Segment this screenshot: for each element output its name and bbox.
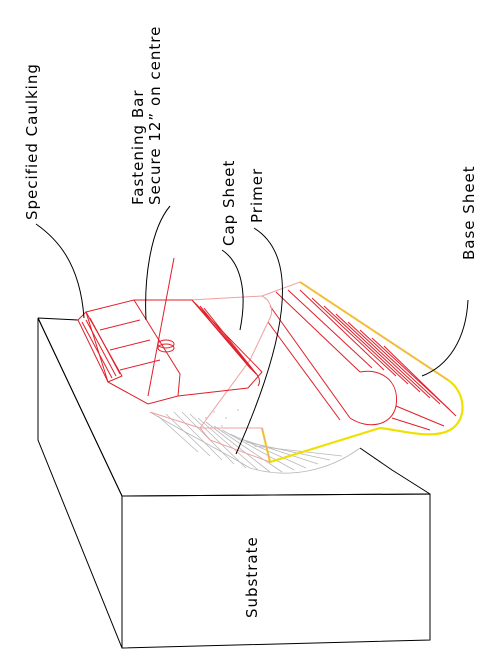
primer-hatch — [157, 411, 343, 473]
primer-outline — [149, 411, 361, 474]
label-primer: Primer — [248, 168, 266, 223]
fastener-screw — [147, 257, 175, 397]
cap-sheet-outline — [149, 295, 273, 429]
substrate-block — [37, 317, 431, 649]
leader-primer — [235, 227, 284, 455]
base-sheet-roll-curve — [349, 370, 397, 426]
fastening-bar — [85, 257, 263, 405]
substrate-left-face — [37, 317, 123, 649]
primer-layer — [149, 411, 361, 474]
fastening-bar-outline — [85, 299, 263, 405]
labels: Specified Caulking Fastening Bar Secure … — [23, 26, 478, 618]
label-specified-caulking: Specified Caulking — [23, 63, 41, 220]
label-cap-sheet: Cap Sheet — [220, 160, 238, 246]
leader-caulking — [35, 223, 85, 319]
base-sheet-edge — [260, 281, 464, 464]
fastening-bar-lip — [191, 299, 261, 387]
base-sheet — [260, 281, 464, 464]
leader-lines — [35, 205, 469, 455]
substrate-back-edge — [359, 447, 431, 495]
label-substrate: Substrate — [243, 536, 261, 618]
fastening-bar-fold — [133, 299, 181, 397]
label-fastening-bar: Fastening Bar — [129, 90, 147, 206]
label-base-sheet: Base Sheet — [460, 165, 478, 260]
base-sheet-top — [261, 281, 449, 381]
leader-cap-sheet — [221, 249, 244, 331]
leader-fastening-bar — [145, 205, 171, 321]
label-fastening-bar-spacing: Secure 12” on centre — [146, 26, 164, 205]
fastener-washer — [157, 339, 175, 349]
cap-sheet-flap — [198, 427, 271, 463]
leader-base-sheet — [421, 299, 469, 377]
base-sheet-hatch — [267, 289, 457, 431]
substrate-top-edges — [37, 317, 431, 497]
substrate-front-face — [121, 493, 431, 649]
caulking-bead — [77, 311, 123, 383]
